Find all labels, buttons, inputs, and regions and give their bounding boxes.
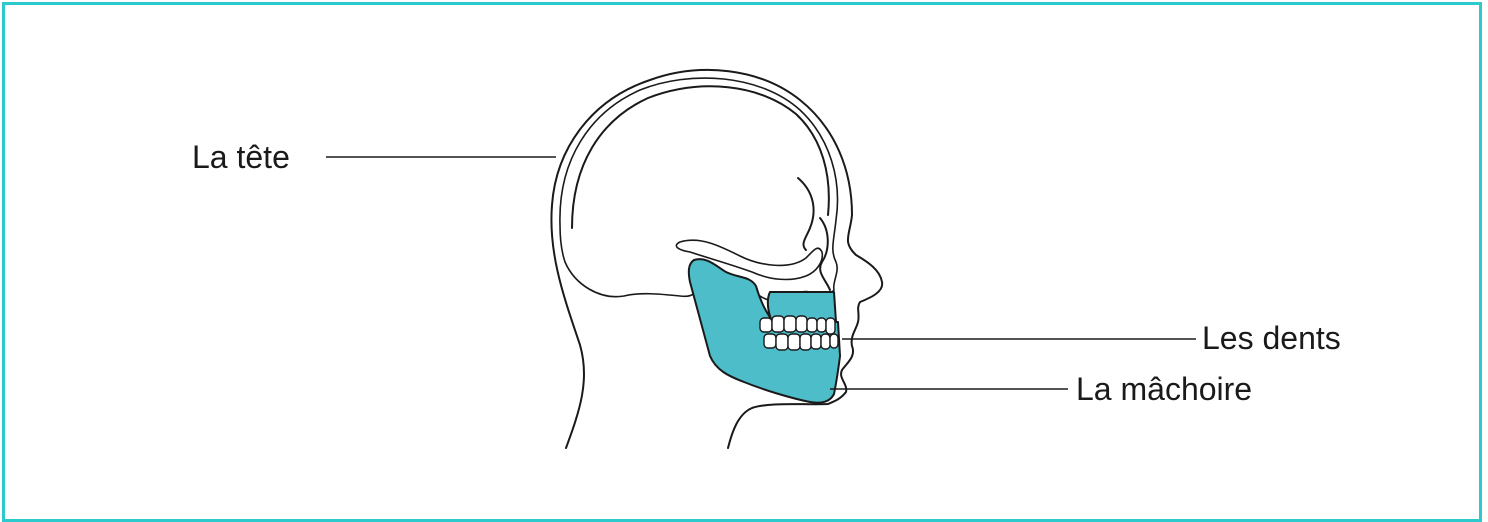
label-head: La tête	[192, 139, 290, 175]
label-jaw: La mâchoire	[1076, 371, 1252, 407]
upper-teeth	[760, 316, 835, 334]
head-anatomy-diagram: La tête Les dents La mâchoire	[0, 0, 1488, 506]
label-teeth: Les dents	[1202, 320, 1341, 356]
